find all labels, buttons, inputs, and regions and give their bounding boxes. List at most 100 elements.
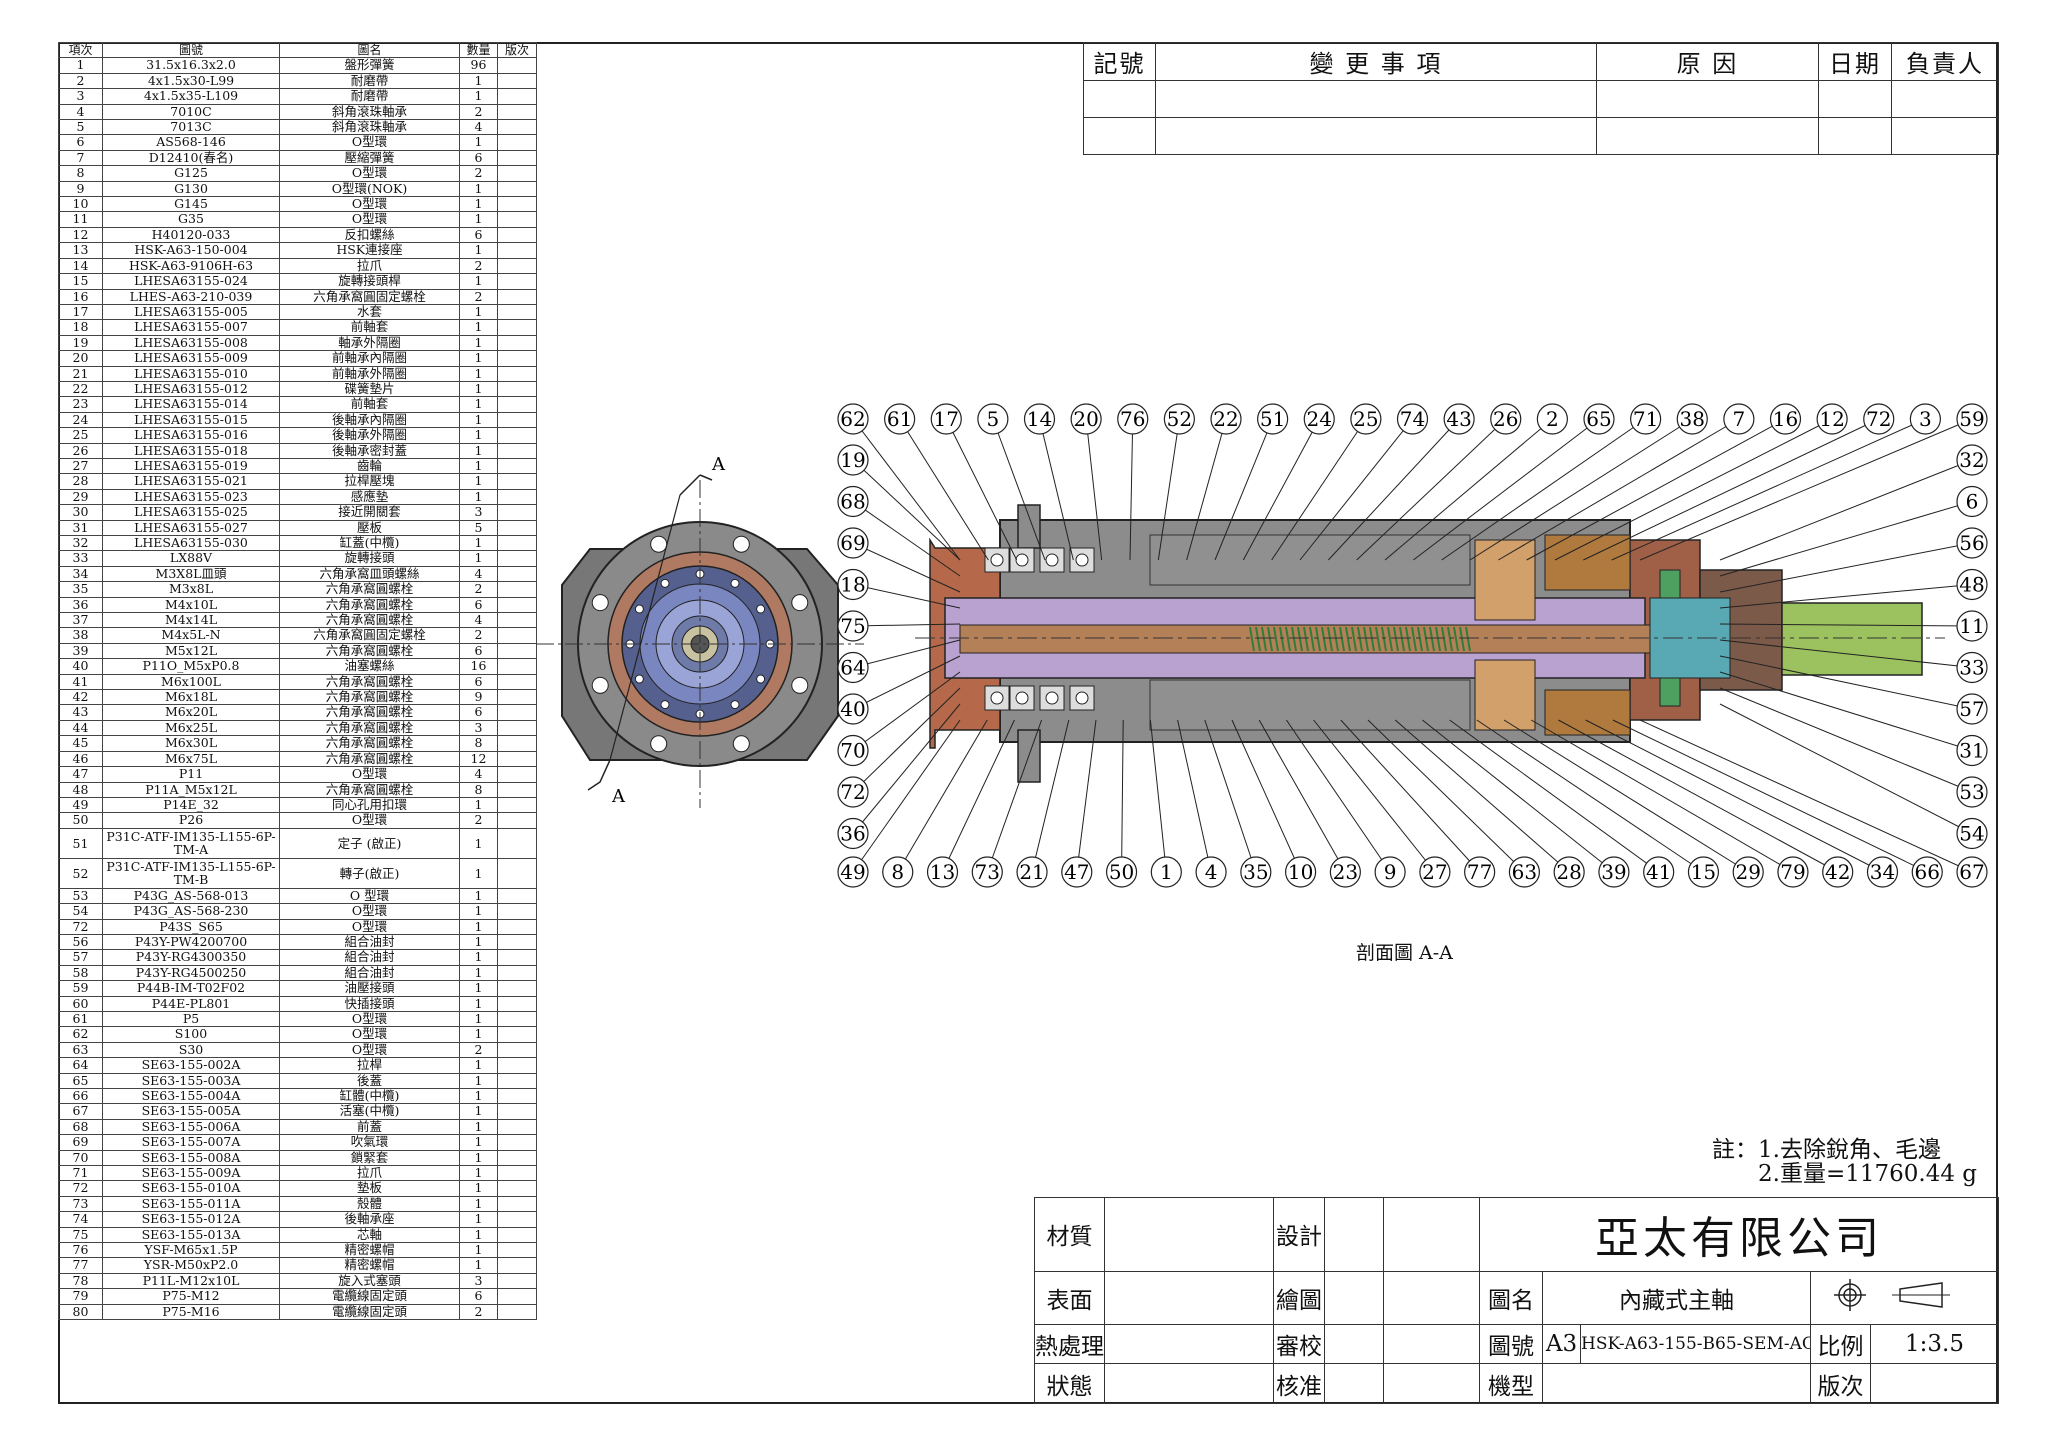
leader-line xyxy=(1039,418,1074,561)
leader-line xyxy=(1530,719,1794,873)
bom-part-no: M4x5L-N xyxy=(102,627,280,644)
scale-label: 比例 xyxy=(1810,1323,1871,1365)
bom-part-no: D12410(春名) xyxy=(102,149,280,167)
bom-item-no: 72 xyxy=(58,1180,103,1197)
bom-part-name: 反扣螺絲 xyxy=(279,226,460,244)
disc-spring xyxy=(1417,626,1423,652)
bom-part-no: LHESA63155-018 xyxy=(102,442,280,459)
bom-part-name: 墊板 xyxy=(279,1180,460,1197)
leader-line xyxy=(852,501,961,577)
bom-rev xyxy=(497,442,537,459)
leader-line xyxy=(1177,719,1212,873)
bom-part-name: 後軸承內隔圈 xyxy=(279,411,460,429)
bom-part-name: 六角承窩圓螺栓 xyxy=(279,719,460,737)
leader-line xyxy=(1554,418,1833,561)
balloon xyxy=(1508,856,1541,888)
balloon xyxy=(930,403,962,435)
bearing-ball xyxy=(1075,691,1089,705)
balloon xyxy=(837,817,869,850)
bom-part-no: SE63-155-008A xyxy=(102,1149,280,1167)
bom-part-name: 六角承窩圓固定螺栓 xyxy=(279,627,460,644)
bearing-ball xyxy=(1075,553,1089,567)
balloon-label: 31 xyxy=(1959,739,1984,763)
bom-qty: 6 xyxy=(459,642,498,660)
bom-qty: 6 xyxy=(459,1288,498,1305)
leader-line xyxy=(899,418,989,561)
bom-item-no: 32 xyxy=(58,534,103,552)
bom-part-no: LHESA63155-005 xyxy=(102,303,280,321)
bom-part-name: 電纜線固定頭 xyxy=(279,1288,460,1305)
bom-qty: 3 xyxy=(459,719,498,737)
bom-part-no: P75-M12 xyxy=(102,1288,280,1305)
leader-line xyxy=(1231,719,1302,873)
bom-part-no: P43Y-RG4500250 xyxy=(102,964,280,982)
bom-part-no: G35 xyxy=(102,211,280,228)
bom-qty: 12 xyxy=(459,750,498,768)
bom-part-no: P44B-IM-T02F02 xyxy=(102,980,280,997)
bom-part-no: P26 xyxy=(102,812,280,829)
disc-spring xyxy=(1363,626,1369,652)
bom-qty: 1 xyxy=(459,457,498,475)
material-label: 材質 xyxy=(1034,1197,1105,1272)
bom-qty: 1 xyxy=(459,196,498,213)
bom-part-no: P31C-ATF-IM135-L155-6P-TM-A xyxy=(102,827,280,859)
version-value xyxy=(1869,1363,2000,1404)
balloon xyxy=(1257,403,1289,435)
balloon-label: 21 xyxy=(1019,860,1044,884)
leader-line xyxy=(992,418,1046,561)
balloon xyxy=(1117,403,1149,435)
bom-part-no: LHESA63155-021 xyxy=(102,473,280,490)
balloon xyxy=(1956,856,1988,888)
balloon xyxy=(1150,856,1182,888)
leader-line xyxy=(1121,719,1124,873)
balloon xyxy=(971,856,1003,888)
balloon xyxy=(1105,856,1138,888)
leader-line xyxy=(852,639,961,668)
bom-header: 項次 圖號 圖名 數量 版次 xyxy=(58,41,537,59)
bom-header-rev: 版次 xyxy=(497,41,537,59)
disc-spring xyxy=(1453,626,1459,652)
leader-line xyxy=(1719,584,1973,609)
bom-part-no: LHESA63155-014 xyxy=(102,396,280,413)
bom-part-name: 前軸套 xyxy=(279,396,460,413)
bom-part-name: O型環 xyxy=(279,918,460,935)
balloon xyxy=(837,403,869,435)
leader-line xyxy=(852,418,961,561)
bom-qty: 1 xyxy=(459,1103,498,1120)
bom-qty: 1 xyxy=(459,211,498,228)
bom-part-no: SE63-155-002A xyxy=(102,1057,280,1074)
balloon-label: 73 xyxy=(975,860,1000,884)
bom-part-name: 後軸承外隔圈 xyxy=(279,427,460,444)
balloon-label: 59 xyxy=(1959,407,1984,431)
bom-qty: 2 xyxy=(459,812,498,829)
balloon-label: 15 xyxy=(1691,860,1716,884)
bom-part-name: 油塞螺絲 xyxy=(279,658,460,675)
balloon-label: 52 xyxy=(1167,407,1192,431)
balloon xyxy=(837,651,869,684)
bom-part-no: 4x1.5x30-L99 xyxy=(102,72,280,90)
bom-part-name: 後蓋 xyxy=(279,1072,460,1090)
disc-spring xyxy=(1279,626,1285,652)
balloon-label: 34 xyxy=(1870,860,1895,884)
disc-spring xyxy=(1459,626,1465,652)
bom-part-no: S30 xyxy=(102,1041,280,1059)
balloon-label: 16 xyxy=(1773,407,1798,431)
balloon-label: 65 xyxy=(1586,407,1611,431)
balloon-label: 77 xyxy=(1467,860,1492,884)
bom-item-no: 45 xyxy=(58,735,103,752)
balloon-label: 50 xyxy=(1109,860,1134,884)
leader-line xyxy=(852,719,961,873)
balloon xyxy=(1863,403,1895,435)
